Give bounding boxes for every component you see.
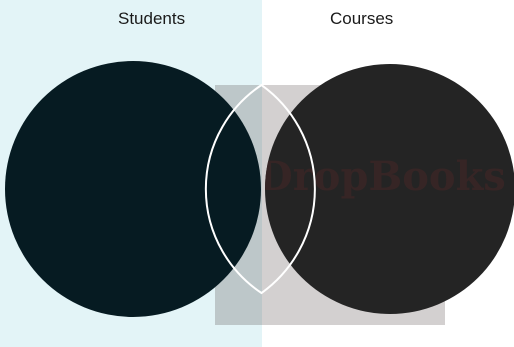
- set-courses-circle: [265, 64, 514, 314]
- set-students-circle: [5, 61, 261, 317]
- set-label-courses: Courses: [330, 9, 394, 28]
- intersection-region: DropBooks: [258, 153, 506, 200]
- watermark-text: DropBooks: [258, 153, 506, 200]
- intersection-outline: [204, 83, 316, 295]
- set-label-students: Students: [118, 9, 186, 28]
